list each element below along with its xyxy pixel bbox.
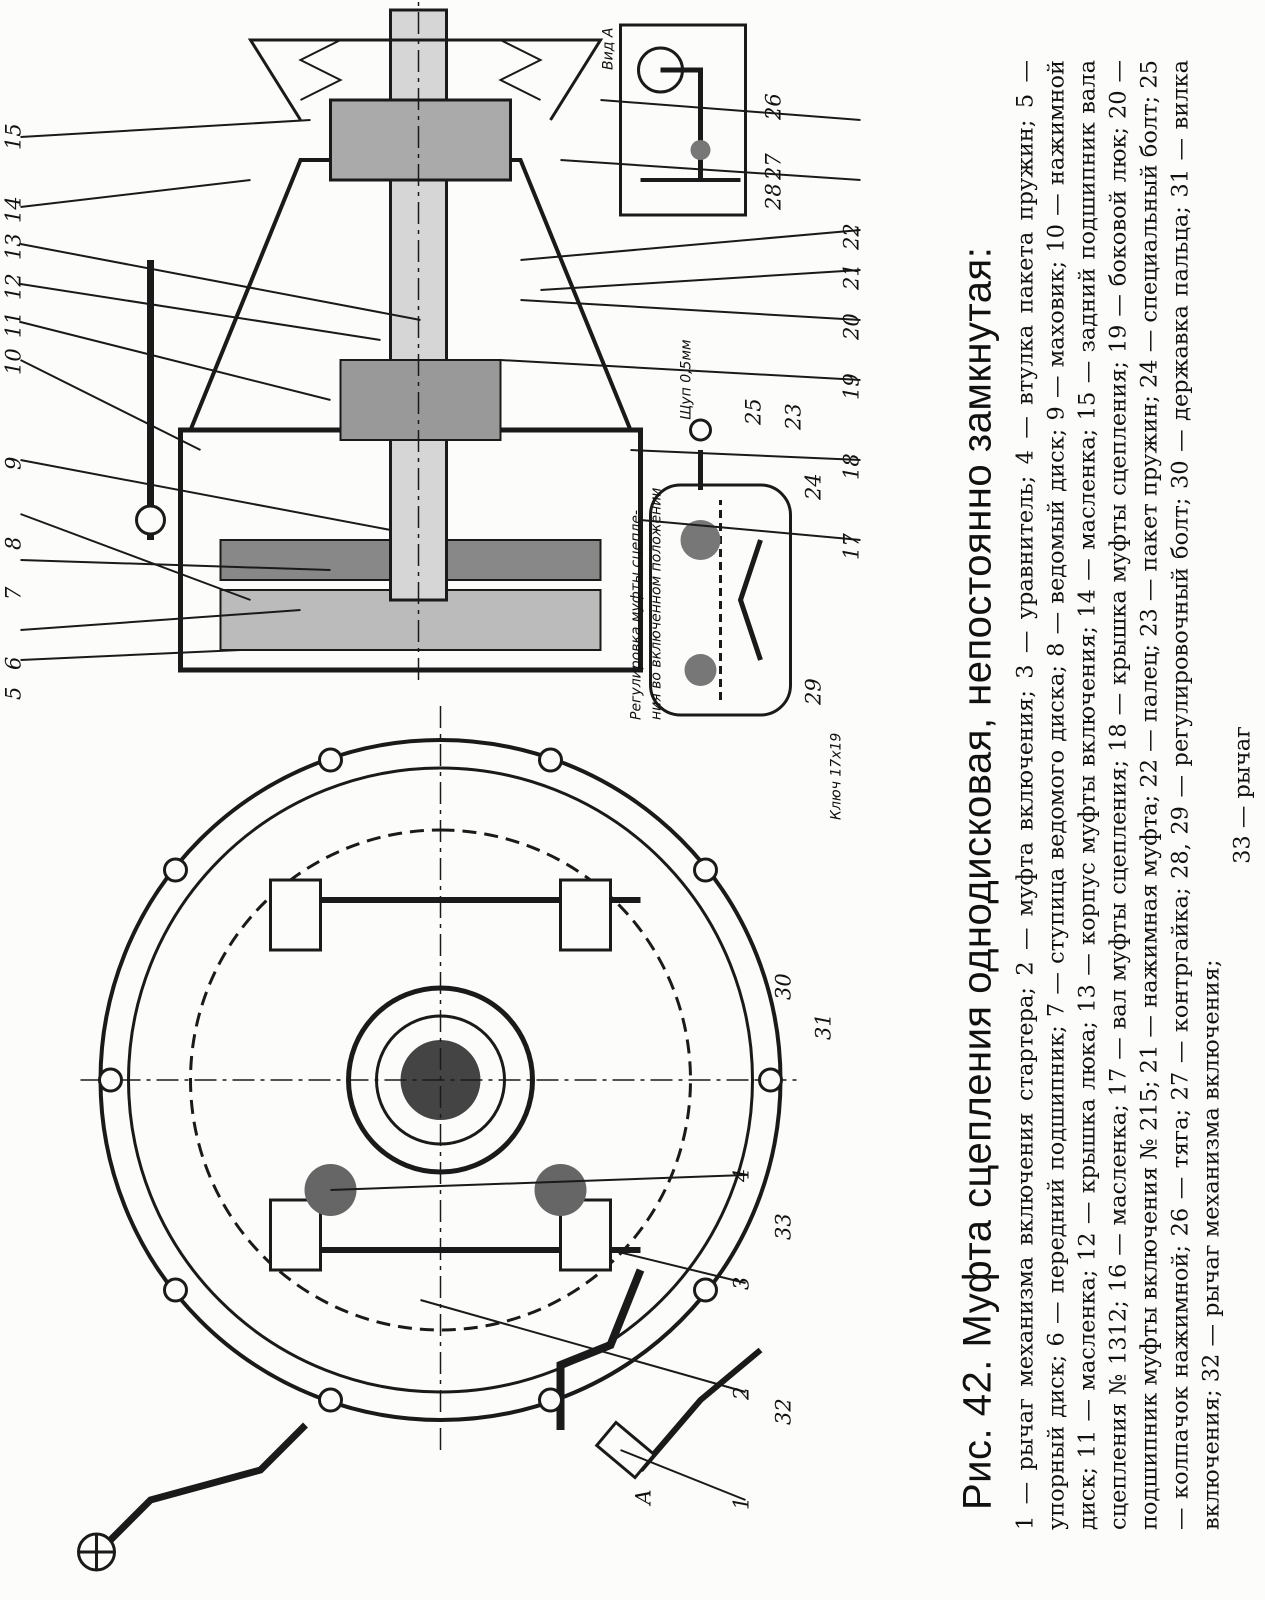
callout-labels: 1 2 3 4 5 6 7 8 9 10 11 12 13 14 15 17 1… — [1, 28, 860, 1510]
legend-text: 1 — рычаг механизма включения стартера; … — [1012, 60, 1224, 1530]
callout-7: 7 — [1, 586, 25, 600]
legend-last-line: 33 — рычаг — [1229, 726, 1255, 864]
callout-31: 31 — [811, 1013, 835, 1040]
clutch-technical-drawing: 1 2 3 4 5 6 7 8 9 10 11 12 13 14 15 17 1… — [1, 0, 860, 1572]
feeler-note: Щуп 0,5мм — [678, 339, 694, 420]
callout-29: 29 — [801, 678, 825, 706]
callout-23: 23 — [781, 403, 805, 431]
inset-note-line-1: Регулировка муфты сцепле- — [628, 510, 644, 720]
callout-13: 13 — [1, 233, 25, 260]
figure-caption: Рис. 42. Муфта сцепления однодисковая, н… — [955, 60, 1258, 1530]
caption-title: Рис. 42. Муфта сцепления однодисковая, н… — [955, 246, 999, 1510]
callout-4: 4 — [729, 1169, 753, 1183]
callout-9: 9 — [1, 457, 25, 470]
callout-3: 3 — [729, 1277, 753, 1290]
caption-legend: 1 — рычаг механизма включения стартера; … — [1010, 60, 1258, 1530]
callout-leaders — [19, 99, 860, 1501]
callout-8: 8 — [1, 537, 25, 550]
callout-32: 32 — [771, 1398, 795, 1425]
front-view — [76, 700, 800, 1572]
callout-22: 22 — [839, 223, 860, 251]
callout-33: 33 — [771, 1213, 795, 1240]
callout-24: 24 — [801, 473, 825, 501]
callout-10: 10 — [1, 348, 25, 375]
callout-28: 28 — [761, 183, 785, 211]
callout-15: 15 — [1, 123, 25, 150]
callout-17: 17 — [839, 533, 860, 560]
callout-1: 1 — [729, 1497, 753, 1510]
callout-21: 21 — [839, 263, 860, 291]
view-a-inset — [618, 23, 747, 217]
wrench-note: Ключ 17х19 — [828, 733, 844, 820]
inset-note-line-2: ния во вклю­ченном положении — [648, 488, 664, 720]
callout-5: 5 — [1, 687, 25, 700]
adjustment-inset — [648, 418, 792, 717]
arrow-a-label: А — [631, 1489, 655, 1507]
callout-26: 26 — [761, 93, 785, 121]
callout-2: 2 — [729, 1387, 753, 1401]
callout-25: 25 — [741, 398, 765, 426]
section-view — [134, 0, 643, 680]
callout-19: 19 — [839, 373, 860, 400]
callout-11: 11 — [1, 311, 25, 338]
view-a-label: Вид А — [600, 28, 616, 70]
callout-30: 30 — [771, 973, 795, 1000]
callout-18: 18 — [839, 453, 860, 480]
callout-27: 27 — [761, 153, 785, 181]
callout-6: 6 — [1, 657, 25, 670]
callout-12: 12 — [1, 273, 25, 300]
callout-14: 14 — [1, 196, 25, 223]
callout-20: 20 — [839, 313, 860, 341]
